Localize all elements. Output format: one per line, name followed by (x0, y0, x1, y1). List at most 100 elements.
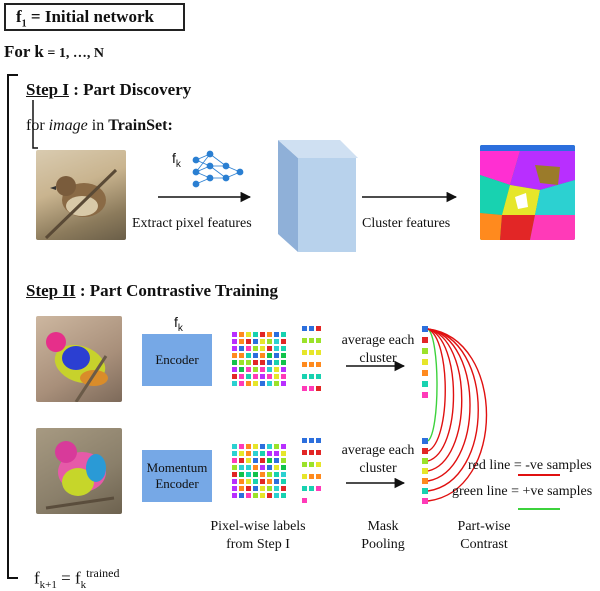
pixel-label-cell (260, 465, 265, 470)
pixel-label-cell (281, 332, 286, 337)
pooled-cell (309, 326, 314, 331)
eq-rhs-sup: trained (86, 566, 120, 580)
pooled-cell (302, 386, 307, 391)
pixel-label-cell (253, 381, 258, 386)
avg-bot-line2: cluster (359, 461, 397, 476)
pixel-label-cell (267, 465, 272, 470)
pixel-label-grid-top (232, 332, 286, 386)
pixel-label-cell (246, 458, 251, 463)
pixel-label-cell (267, 444, 272, 449)
cluster-features-label: Cluster features (362, 216, 451, 231)
step1-loop-set: TrainSet: (108, 117, 173, 134)
pixel-label-cell (239, 353, 244, 358)
pixel-label-cell (267, 479, 272, 484)
pixel-label-cell (281, 472, 286, 477)
pixel-label-cell (260, 360, 265, 365)
pixel-label-cell (239, 479, 244, 484)
pixel-label-cell (239, 346, 244, 351)
pixel-label-cell (232, 339, 237, 344)
pixel-label-grid-bottom (232, 444, 286, 498)
positive-pair-curve (427, 328, 438, 442)
pooled-vector-top (422, 392, 428, 398)
input-image-bird-2 (36, 428, 122, 514)
pixel-label-cell (232, 486, 237, 491)
pooled-vector-bottom (422, 458, 428, 464)
pixel-label-cell (232, 332, 237, 337)
momentum-encoder-box: Momentum Encoder (142, 450, 212, 502)
pixel-label-cell (253, 332, 258, 337)
step2-title: : Part Contrastive Training (75, 281, 279, 300)
pixel-label-cell (239, 339, 244, 344)
pixel-label-cell (246, 479, 251, 484)
step2-model-sub: k (177, 322, 183, 334)
pixel-labels-line1: Pixel-wise labels (210, 519, 306, 534)
step2-model-label: fk (174, 314, 183, 334)
pixel-label-cell (239, 444, 244, 449)
step1-loop-in: in (87, 117, 109, 134)
avg-cluster-label-bottom: average each cluster (328, 442, 428, 478)
pixel-label-cell (239, 451, 244, 456)
avg-top-line1: average each (341, 333, 415, 348)
pixel-label-cell (274, 486, 279, 491)
initial-network-box: f1 = Initial network (4, 3, 185, 31)
pixel-label-cell (253, 339, 258, 344)
pixel-label-cell (281, 374, 286, 379)
pooled-cell (316, 486, 321, 491)
mask-pooling-caption: Mask Pooling (348, 518, 418, 554)
pixel-label-cell (281, 346, 286, 351)
pooled-cell (302, 338, 307, 343)
negative-pair-curve (427, 328, 479, 492)
pooled-cell (309, 486, 314, 491)
pixel-label-cell (246, 493, 251, 498)
step2-model-f: f (174, 314, 178, 330)
pixel-label-cell (281, 444, 286, 449)
pixel-label-cell (281, 381, 286, 386)
pixel-label-cell (260, 367, 265, 372)
pixel-label-cell (232, 381, 237, 386)
part-segmentation-map (480, 145, 575, 240)
pixel-label-cell (267, 367, 272, 372)
pooled-cell (309, 462, 314, 467)
pixel-label-cell (246, 465, 251, 470)
pooled-vector-top (422, 348, 428, 354)
pooled-vector-top (422, 337, 428, 343)
pixel-label-cell (232, 346, 237, 351)
pixel-label-cell (260, 444, 265, 449)
avg-cluster-label-top: average each cluster (328, 332, 428, 368)
pixel-label-cell (253, 374, 258, 379)
pooled-cell (302, 450, 307, 455)
pooled-cell (302, 462, 307, 467)
pixel-label-cell (246, 451, 251, 456)
pixel-label-cell (274, 353, 279, 358)
pixel-label-cell (267, 458, 272, 463)
feature-cube (278, 140, 358, 252)
pixel-label-cell (281, 360, 286, 365)
pixel-label-cell (267, 360, 272, 365)
pixel-label-cell (232, 353, 237, 358)
pixel-label-cell (260, 479, 265, 484)
pooled-vector-bottom (422, 498, 428, 504)
pixel-label-cell (239, 493, 244, 498)
pixel-label-cell (274, 465, 279, 470)
pixel-label-cell (239, 367, 244, 372)
pixel-label-cell (246, 381, 251, 386)
pooled-vector-bottom (422, 438, 428, 444)
pixel-label-cell (232, 360, 237, 365)
pixel-label-cell (274, 479, 279, 484)
pooled-vector-top (422, 381, 428, 387)
pixel-label-cell (232, 444, 237, 449)
step1-model-label: fk (172, 150, 181, 170)
step1-loop-image: image (48, 117, 88, 134)
pixel-label-cell (260, 353, 265, 358)
pooled-cell (316, 386, 321, 391)
pixel-label-cell (274, 444, 279, 449)
negative-pair-curve (427, 328, 446, 452)
avg-bot-line1: average each (341, 443, 415, 458)
pooled-cell (316, 338, 321, 343)
pixel-label-cell (274, 374, 279, 379)
pixel-label-cell (232, 472, 237, 477)
network-icon (192, 150, 244, 188)
eq-lhs-f: f (34, 568, 40, 588)
pixel-label-cell (239, 458, 244, 463)
pixel-label-cell (253, 465, 258, 470)
